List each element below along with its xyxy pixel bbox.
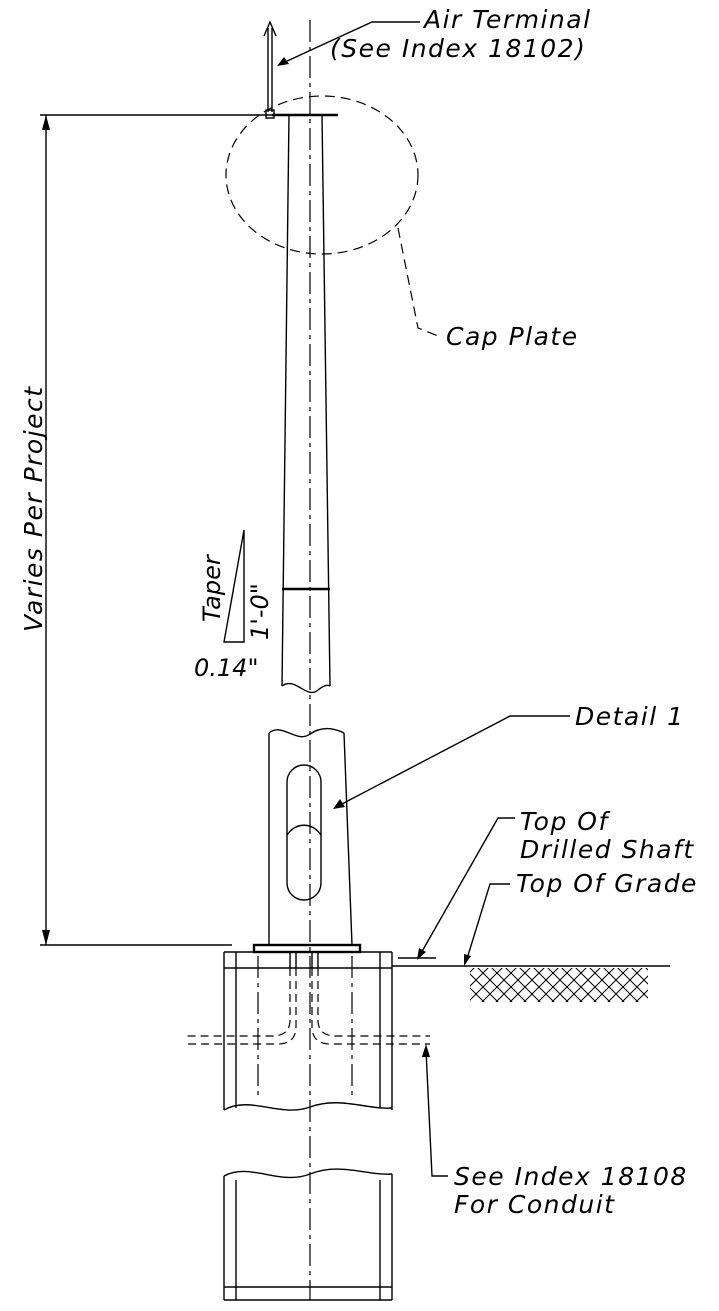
base-plate xyxy=(252,943,362,954)
taper-rise-label: 0.14" xyxy=(194,654,258,682)
taper-label: Taper xyxy=(198,553,226,622)
taper-run-label: 1'-0" xyxy=(246,583,274,640)
detail-leader xyxy=(339,715,570,806)
soil-hatch xyxy=(470,968,648,1002)
cap-plate-leader xyxy=(397,227,439,337)
detail-label: Detail 1 xyxy=(575,702,685,731)
lower-pole-section xyxy=(252,727,362,954)
height-dimension xyxy=(40,114,272,946)
air-terminal-label: Air Terminal xyxy=(422,5,592,34)
conduit-sweeps xyxy=(186,968,430,1045)
air-terminal-ref-label: (See Index 18102) xyxy=(330,34,586,63)
handhole xyxy=(286,764,322,901)
cap-plate-label: Cap Plate xyxy=(446,322,579,351)
dimension-label: Varies Per Project xyxy=(19,385,48,632)
air-terminal-leader xyxy=(284,21,420,63)
cap-plate-detail-circle xyxy=(225,95,419,255)
taper-triangle xyxy=(223,529,245,643)
grade-label: Top Of Grade xyxy=(516,869,698,898)
drilled-shaft-upper xyxy=(223,951,393,1111)
shaft-top-leader xyxy=(419,817,515,956)
drilled-shaft-lower xyxy=(223,1168,393,1301)
conduit-leader xyxy=(425,1049,448,1177)
grade-leader xyxy=(465,883,510,963)
shaft-top-label-line2: Drilled Shaft xyxy=(520,835,695,864)
shaft-top-label-line1: Top Of xyxy=(520,807,610,836)
upper-pole-shaft xyxy=(281,114,331,693)
conduit-label-line2: For Conduit xyxy=(454,1190,615,1219)
air-terminal xyxy=(263,20,277,119)
conduit-label-line1: See Index 18108 xyxy=(454,1162,688,1191)
